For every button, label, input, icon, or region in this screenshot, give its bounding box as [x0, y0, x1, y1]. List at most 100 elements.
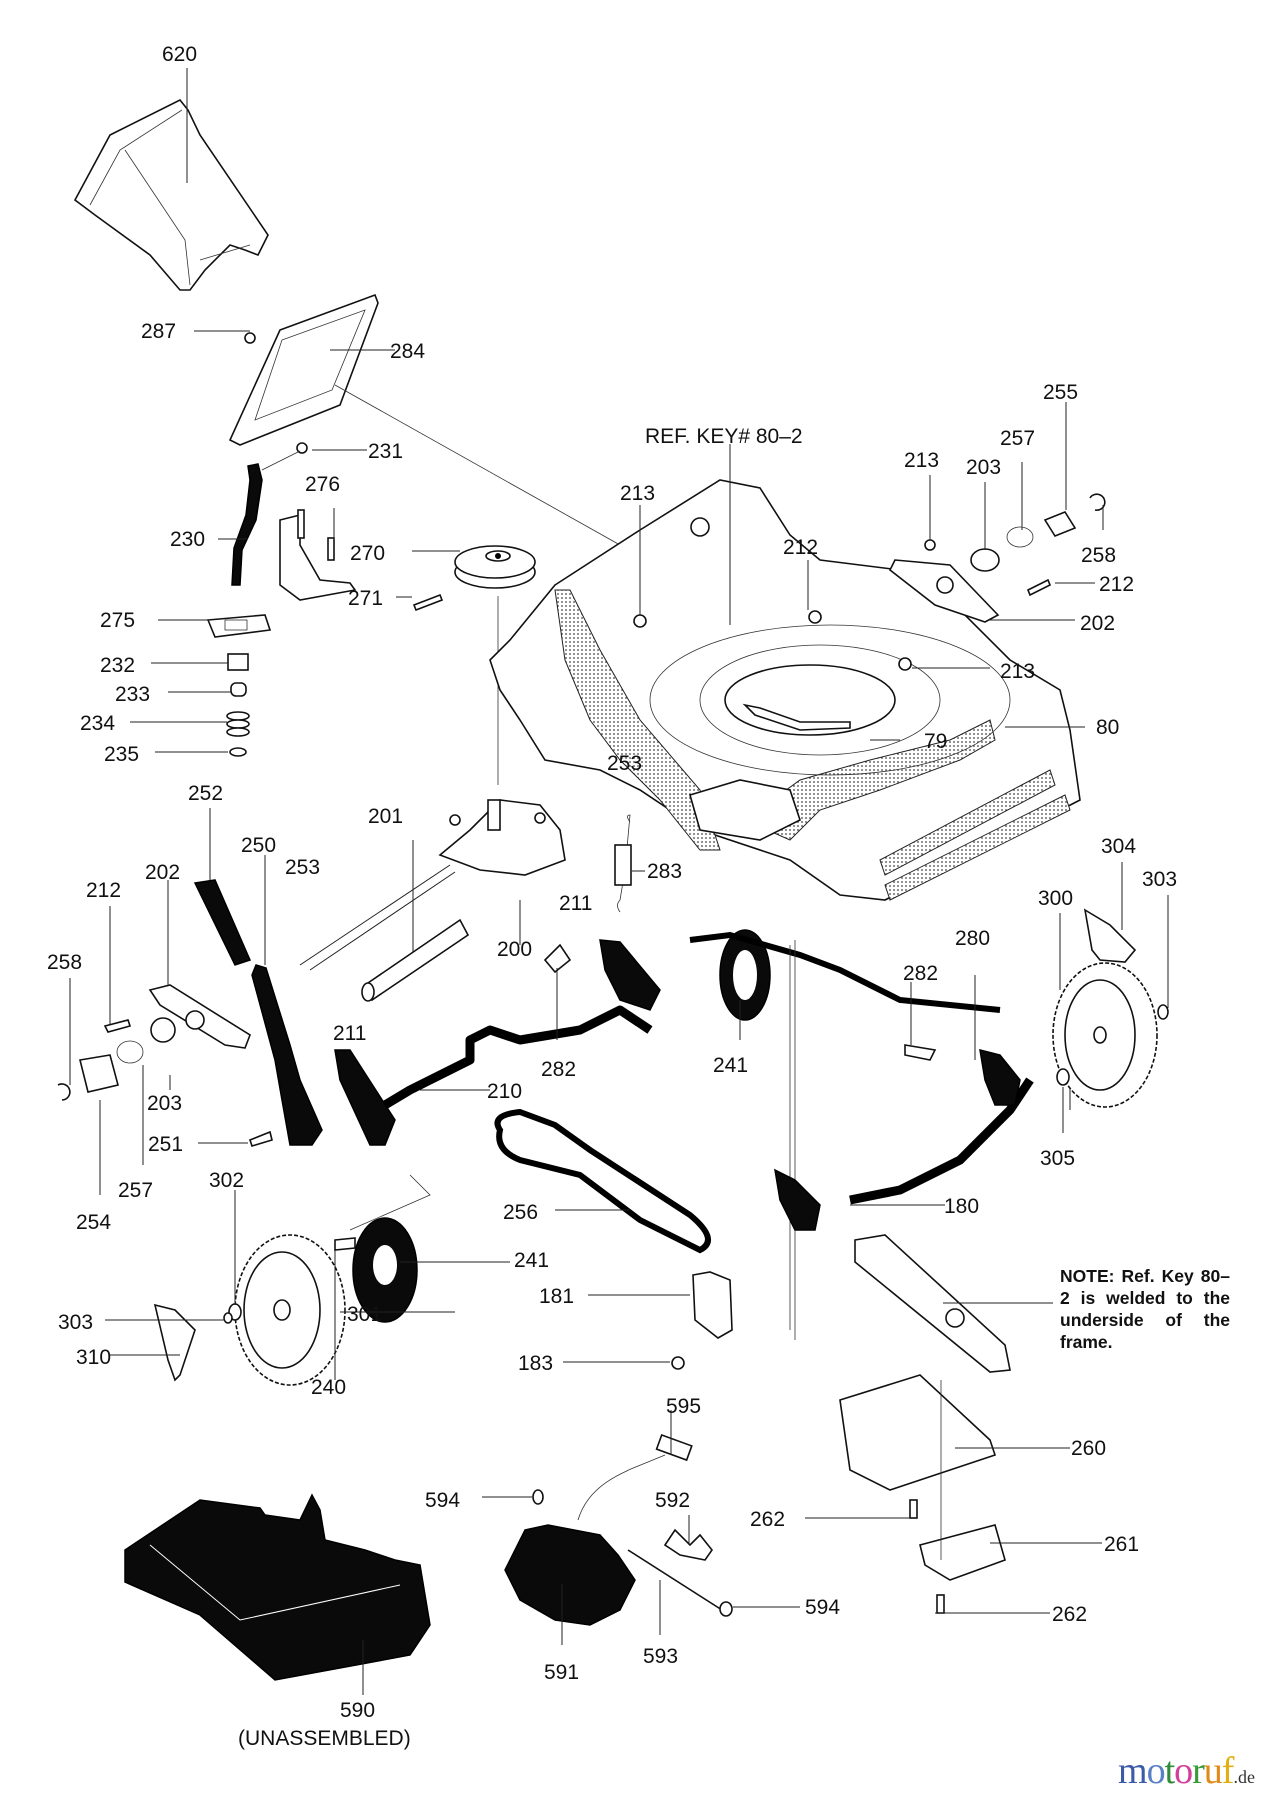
label-261: 261: [1104, 1533, 1140, 1556]
logo-letter: r: [1192, 1750, 1205, 1792]
label-262b: 262: [1052, 1603, 1088, 1626]
label-271: 271: [348, 587, 384, 610]
label-270: 270: [350, 542, 386, 565]
label-79: 79: [924, 730, 948, 753]
logo-letter: t: [1164, 1750, 1176, 1792]
ref-key-label: REF. KEY# 80–2: [645, 425, 803, 448]
part-frame-80-2: [854, 1234, 1053, 1373]
part-270-pulley: [396, 545, 536, 785]
label-231: 231: [368, 440, 404, 463]
label-260: 260: [1071, 1437, 1107, 1460]
label-282a: 282: [541, 1058, 577, 1081]
label-593: 593: [643, 1645, 679, 1668]
label-202b: 202: [1080, 612, 1116, 635]
label-594b: 594: [805, 1596, 841, 1619]
label-183: 183: [518, 1352, 554, 1375]
unassembled-caption: (UNASSEMBLED): [238, 1727, 411, 1750]
part-260-cover-plate: [839, 1374, 1070, 1491]
label-213c: 213: [1000, 660, 1036, 683]
label-590: 590: [340, 1699, 376, 1722]
label-235: 235: [104, 743, 140, 766]
part-256-drive-belt: [494, 1108, 711, 1254]
label-212c: 212: [1099, 573, 1135, 596]
part-80-deck: [489, 479, 1085, 901]
part-181-belt-guide: [563, 1271, 733, 1370]
part-591-rear-flap: [482, 1410, 800, 1645]
label-211a: 211: [559, 892, 593, 915]
label-303b: 303: [1142, 868, 1178, 891]
label-591: 591: [544, 1661, 580, 1684]
label-251: 251: [148, 1133, 184, 1156]
part-210-rear-axle: [334, 1005, 653, 1146]
label-258b: 258: [1081, 544, 1117, 567]
label-254: 254: [76, 1211, 112, 1234]
label-230: 230: [170, 528, 206, 551]
part-201-axle-sleeve: [361, 918, 470, 1002]
label-280: 280: [955, 927, 991, 950]
label-276: 276: [305, 473, 341, 496]
part-284-door-frame: [194, 293, 621, 546]
label-257b: 257: [1000, 427, 1036, 450]
label-595: 595: [666, 1395, 702, 1418]
part-wheel-adjuster-left: [57, 880, 273, 1195]
label-305: 305: [1040, 1147, 1076, 1170]
label-180: 180: [944, 1195, 980, 1218]
part-180-front-axle: [774, 975, 1071, 1231]
label-211b: 211: [333, 1022, 367, 1045]
label-257a: 257: [118, 1179, 154, 1202]
part-283-spring: [614, 814, 645, 913]
logo-letter: f: [1221, 1750, 1235, 1792]
logo-letter: o: [1146, 1750, 1166, 1792]
part-stack-232-235: [130, 653, 250, 757]
label-234: 234: [80, 712, 116, 735]
label-253a: 253: [285, 856, 321, 879]
label-284: 284: [390, 340, 426, 363]
label-250: 250: [241, 834, 277, 857]
label-241b: 241: [514, 1249, 550, 1272]
part-241-dust-cover-upper: [543, 929, 1001, 1340]
part-fasteners-deck: [633, 444, 1095, 671]
part-262-screws: [805, 1499, 1050, 1614]
label-304: 304: [1101, 835, 1137, 858]
label-212b: 212: [783, 536, 819, 559]
label-300: 300: [1038, 887, 1074, 910]
label-212a: 212: [86, 879, 122, 902]
label-200: 200: [497, 938, 533, 961]
part-275-bracket: [158, 508, 357, 638]
label-310: 310: [76, 1346, 112, 1369]
label-201: 201: [368, 805, 404, 828]
label-213a: 213: [620, 482, 656, 505]
label-275: 275: [100, 609, 136, 632]
label-203a: 203: [147, 1092, 183, 1115]
motoruf-logo: motoruf.de: [1118, 1752, 1255, 1790]
note-text: NOTE: Ref. Key 80–2 is welded to the und…: [1060, 1266, 1230, 1352]
part-300-front-wheel: [1052, 862, 1169, 1133]
label-258a: 258: [47, 951, 83, 974]
logo-letter: o: [1174, 1750, 1193, 1792]
label-620: 620: [162, 43, 198, 66]
part-200-gearbox: [299, 799, 566, 971]
label-592: 592: [655, 1489, 691, 1512]
logo-letter: m: [1118, 1750, 1148, 1792]
label-210: 210: [487, 1080, 523, 1103]
part-252-grip: [193, 808, 252, 966]
label-202a: 202: [145, 861, 181, 884]
part-590-grass-bag: [124, 1493, 431, 1695]
logo-letter: u: [1203, 1750, 1223, 1792]
label-287: 287: [141, 320, 177, 343]
label-80: 80: [1096, 716, 1120, 739]
label-241a: 241: [713, 1054, 749, 1077]
label-282b: 282: [903, 962, 939, 985]
label-283: 283: [647, 860, 683, 883]
label-232: 232: [100, 654, 136, 677]
label-594a: 594: [425, 1489, 461, 1512]
label-203b: 203: [966, 456, 1002, 479]
label-302: 302: [209, 1169, 245, 1192]
label-301: 301: [347, 1303, 383, 1326]
label-252: 252: [188, 782, 224, 805]
part-230-lever: [218, 442, 367, 586]
part-250-lever: [251, 855, 323, 1146]
label-253b: 253: [607, 752, 643, 775]
label-303a: 303: [58, 1311, 94, 1334]
